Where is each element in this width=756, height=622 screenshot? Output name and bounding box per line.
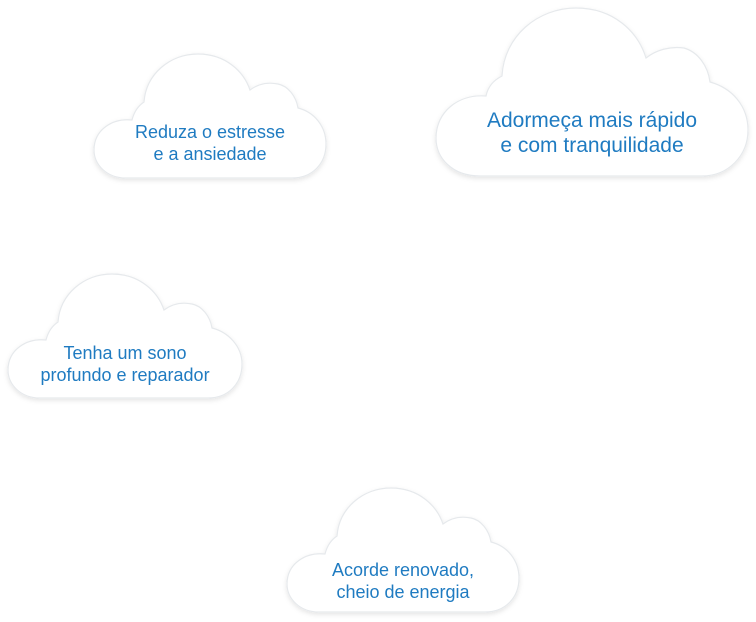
cloud-wake-refreshed: Acorde renovado, cheio de energia bbox=[285, 486, 521, 616]
cloud-label-line-1: Adormeça mais rápido bbox=[486, 109, 698, 132]
cloud-shape bbox=[93, 53, 327, 179]
cloud-label: Reduza o estresse e a ansiedade bbox=[92, 122, 328, 165]
cloud-reduce-stress: Reduza o estresse e a ansiedade bbox=[92, 52, 328, 182]
cloud-label: Acorde renovado, cheio de energia bbox=[285, 560, 521, 603]
cloud-fall-asleep-faster: Adormeça mais rápido e com tranquilidade bbox=[434, 6, 750, 180]
cloud-label-line-1: Tenha um sono bbox=[63, 343, 187, 363]
cloud-shape bbox=[435, 7, 749, 177]
cloud-label-line-2: profundo e reparador bbox=[40, 364, 210, 385]
cloud-shape bbox=[7, 273, 243, 399]
cloud-label-line-1: Acorde renovado, bbox=[331, 560, 475, 580]
cloud-label: Adormeça mais rápido e com tranquilidade bbox=[434, 108, 750, 158]
cloud-shape bbox=[286, 487, 520, 613]
cloud-label-line-2: e a ansiedade bbox=[153, 143, 267, 164]
cloud-label-line-2: e com tranquilidade bbox=[500, 134, 684, 158]
cloud-label: Tenha um sono profundo e reparador bbox=[6, 343, 244, 386]
cloud-label-line-1: Reduza o estresse bbox=[134, 122, 286, 142]
cloud-label-line-2: cheio de energia bbox=[336, 581, 470, 602]
cloud-deep-sleep: Tenha um sono profundo e reparador bbox=[6, 272, 244, 402]
